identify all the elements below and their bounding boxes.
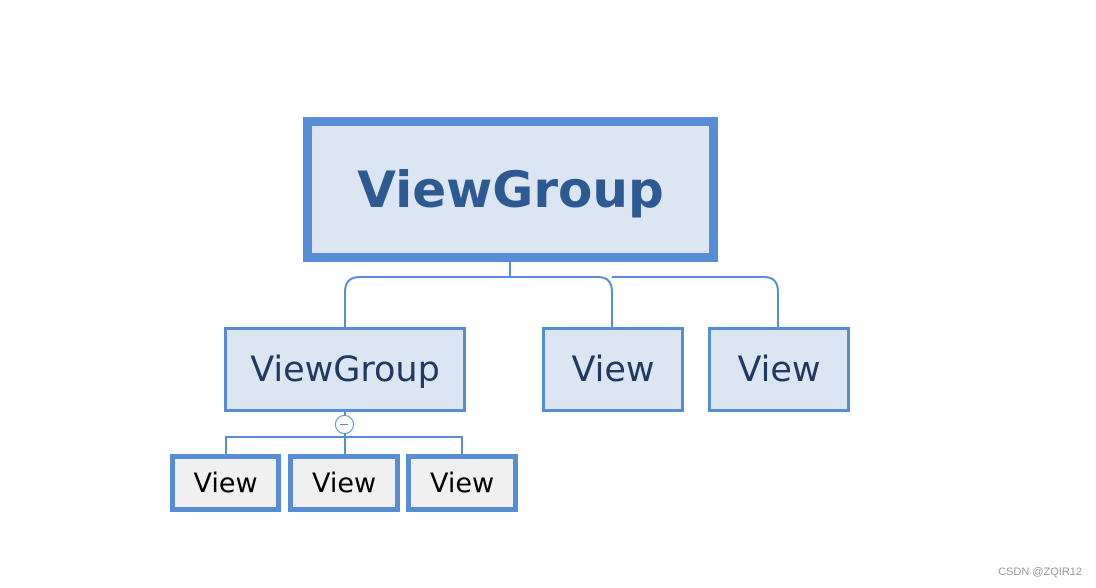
- child-view-node-1: View: [542, 327, 684, 412]
- leaf-view-label-1: View: [193, 467, 258, 499]
- child-viewgroup-label: ViewGroup: [250, 349, 440, 390]
- leaf-view-label-3: View: [429, 467, 495, 499]
- leaf-view-node-3: View: [406, 454, 518, 512]
- root-viewgroup-node: ViewGroup: [303, 117, 718, 262]
- leaf-view-label-2: View: [311, 467, 377, 499]
- connector-to-viewgroup: [344, 276, 510, 328]
- collapse-minus-icon[interactable]: [335, 415, 354, 434]
- connector-to-view-1: [510, 276, 613, 328]
- leaf-view-node-2: View: [288, 454, 400, 512]
- child-viewgroup-node: ViewGroup: [224, 327, 466, 412]
- child-view-label-1: View: [571, 349, 655, 390]
- child-view-node-2: View: [708, 327, 850, 412]
- leaf-view-node-1: View: [170, 454, 281, 512]
- child-view-label-2: View: [737, 349, 821, 390]
- root-viewgroup-label: ViewGroup: [357, 160, 664, 219]
- watermark-text: CSDN @ZQIR12: [998, 566, 1082, 578]
- connector-to-view-2: [612, 276, 779, 328]
